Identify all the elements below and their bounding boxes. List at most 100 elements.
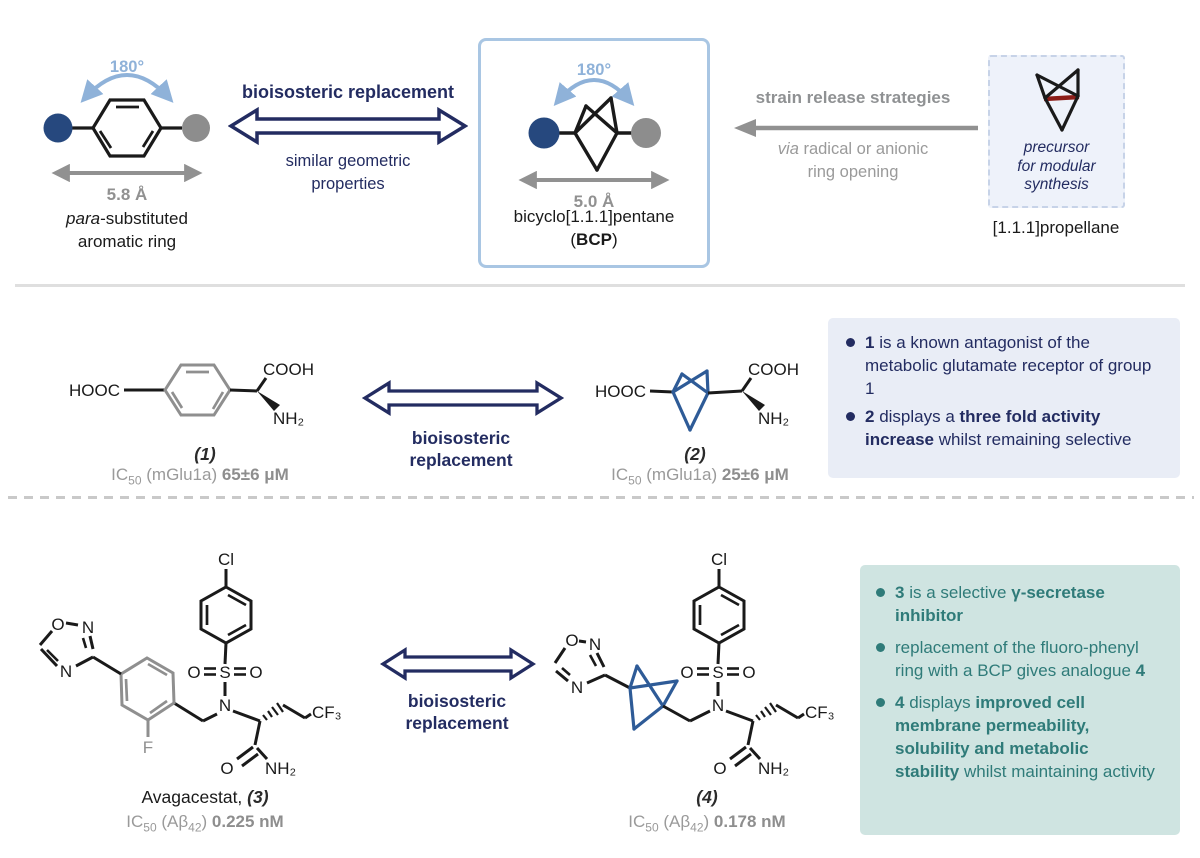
chlorophenyl-ring bbox=[692, 569, 746, 665]
rotation-arc: 180° bbox=[80, 58, 174, 103]
gray-substituent-circle bbox=[182, 114, 210, 142]
compound-3-ic50: IC50 (Aβ42) 0.225 nM bbox=[126, 812, 284, 835]
compound-3-name: Avagacestat, (3) bbox=[141, 787, 269, 807]
note-text: 4 displays improved cell membrane permea… bbox=[895, 693, 1155, 781]
o-label: O bbox=[680, 663, 693, 682]
distance-arrow: 5.0 Å bbox=[518, 170, 670, 211]
bioisosteric-replacement-label-bottom: bioisosteric replacement bbox=[405, 691, 509, 733]
compound-3-structure: Cl O S O N F bbox=[38, 550, 342, 778]
nh2-label: NH₂ bbox=[758, 409, 789, 428]
n-label: N bbox=[571, 678, 583, 697]
compound-1-ic50: IC50 (mGlu1a) 65±6 μM bbox=[111, 465, 289, 488]
s-label: S bbox=[219, 663, 230, 682]
bcp-caption: bicyclo[1.1.1]pentane (BCP) bbox=[513, 207, 675, 249]
n-label: N bbox=[589, 635, 601, 654]
amide-group bbox=[236, 720, 269, 768]
double-headed-arrow-top bbox=[228, 106, 468, 146]
sulfonyl-group bbox=[204, 667, 246, 696]
note-text: replacement of the fluoro-phenyl ring wi… bbox=[895, 638, 1146, 680]
note-text: 2 displays a three fold activity increas… bbox=[865, 407, 1132, 449]
o-label: O bbox=[249, 663, 262, 682]
section-divider-solid bbox=[15, 284, 1185, 287]
propellane-tagline: precursor for modular synthesis bbox=[1017, 139, 1096, 193]
bullet-dot bbox=[876, 643, 885, 652]
bcp-skeleton bbox=[558, 96, 633, 172]
hash-wedge bbox=[262, 702, 284, 721]
n-label: N bbox=[712, 696, 724, 715]
gray-substituent-circle bbox=[631, 118, 661, 148]
fluorophenyl-ring-gray bbox=[119, 656, 176, 737]
cf3-label: CF₃ bbox=[312, 703, 342, 722]
bullet-dot bbox=[876, 588, 885, 597]
bullet-dot bbox=[846, 338, 855, 347]
distance-arrow: 5.8 Å bbox=[51, 163, 203, 204]
o-label: O bbox=[187, 663, 200, 682]
strain-release-arrow bbox=[734, 119, 978, 137]
note-text: 3 is a selective γ-secretase inhibitor bbox=[895, 583, 1105, 625]
note-bullet: replacement of the fluoro-phenyl ring wi… bbox=[876, 636, 1156, 682]
o-label: O bbox=[742, 663, 755, 682]
section-divider-dashed bbox=[8, 496, 1194, 499]
blue-substituent-circle bbox=[528, 117, 560, 149]
amino-acid-head bbox=[707, 377, 753, 395]
benzene-ring bbox=[72, 98, 182, 158]
cooh-label: COOH bbox=[748, 360, 799, 379]
bullet-dot bbox=[876, 698, 885, 707]
compound-4-structure: Cl O S O N O N N bbox=[553, 550, 835, 778]
angle-label: 180° bbox=[110, 58, 144, 76]
hooc-label: HOOC bbox=[69, 381, 120, 400]
chlorophenyl-ring bbox=[199, 569, 253, 665]
double-headed-arrow-middle bbox=[362, 380, 564, 416]
nh2-label: NH₂ bbox=[265, 759, 296, 778]
bcp-highlight-box bbox=[478, 38, 710, 268]
rotation-arc: 180° bbox=[553, 61, 635, 107]
note-bullet: 1 is a known antagonist of the metabolic… bbox=[846, 331, 1152, 400]
bioisosteric-replacement-label-middle: bioisosteric replacement bbox=[409, 428, 513, 470]
compound-2-number: (2) bbox=[684, 444, 706, 464]
avagacestat-notes-box: 3 is a selective γ-secretase inhibitor r… bbox=[860, 565, 1180, 835]
compound-1-structure: HOOC COOH NH₂ bbox=[69, 360, 314, 428]
compound-4-ic50: IC50 (Aβ42) 0.178 nM bbox=[628, 812, 786, 835]
cooh-label: COOH bbox=[263, 360, 314, 379]
compound-2-structure: HOOC COOH NH₂ bbox=[595, 360, 799, 432]
hooc-label: HOOC bbox=[595, 382, 646, 401]
distance-label: 5.0 Å bbox=[574, 192, 615, 211]
o-label: O bbox=[51, 615, 64, 634]
bullet-dot bbox=[846, 412, 855, 421]
mglu-notes-box: 1 is a known antagonist of the metabolic… bbox=[828, 318, 1180, 478]
s-label: S bbox=[712, 663, 723, 682]
propellane-name: [1.1.1]propellane bbox=[992, 218, 1120, 237]
bcp-cage-blue bbox=[628, 664, 679, 731]
compound-4-number: (4) bbox=[696, 787, 718, 807]
nh2-label: NH₂ bbox=[273, 409, 304, 428]
o-label: O bbox=[713, 759, 726, 778]
cl-label: Cl bbox=[218, 550, 234, 569]
note-bullet: 2 displays a three fold activity increas… bbox=[846, 405, 1152, 451]
distance-label: 5.8 Å bbox=[107, 185, 148, 204]
wedge-bond bbox=[742, 391, 765, 411]
bcp-cage-blue bbox=[671, 369, 710, 432]
f-label: F bbox=[143, 738, 153, 757]
o-label: O bbox=[220, 759, 233, 778]
propellane-box bbox=[988, 55, 1125, 208]
bcp-motif: 180° 5.0 Å bbox=[518, 61, 670, 211]
compound-1-number: (1) bbox=[194, 444, 216, 464]
amino-acid-head bbox=[229, 377, 268, 393]
alpha-chain bbox=[232, 703, 312, 723]
hash-wedge bbox=[755, 702, 777, 721]
strain-release-title: strain release strategies bbox=[755, 88, 951, 107]
amide-group bbox=[729, 720, 762, 768]
cf3-label: CF₃ bbox=[805, 703, 835, 722]
propellane-skeleton bbox=[1035, 68, 1080, 132]
ring-opening-caption: via radical or anionic ring opening bbox=[777, 140, 929, 181]
o-label: O bbox=[565, 631, 578, 650]
central-strained-bond bbox=[1043, 94, 1080, 102]
sulfonyl-group bbox=[697, 667, 739, 696]
compound-2-ic50: IC50 (mGlu1a) 25±6 μM bbox=[611, 465, 789, 488]
n-label: N bbox=[219, 696, 231, 715]
benzylic-link bbox=[173, 701, 218, 723]
alpha-chain bbox=[725, 703, 805, 723]
note-text: 1 is a known antagonist of the metabolic… bbox=[865, 333, 1152, 398]
propellane-structure bbox=[1035, 68, 1080, 132]
